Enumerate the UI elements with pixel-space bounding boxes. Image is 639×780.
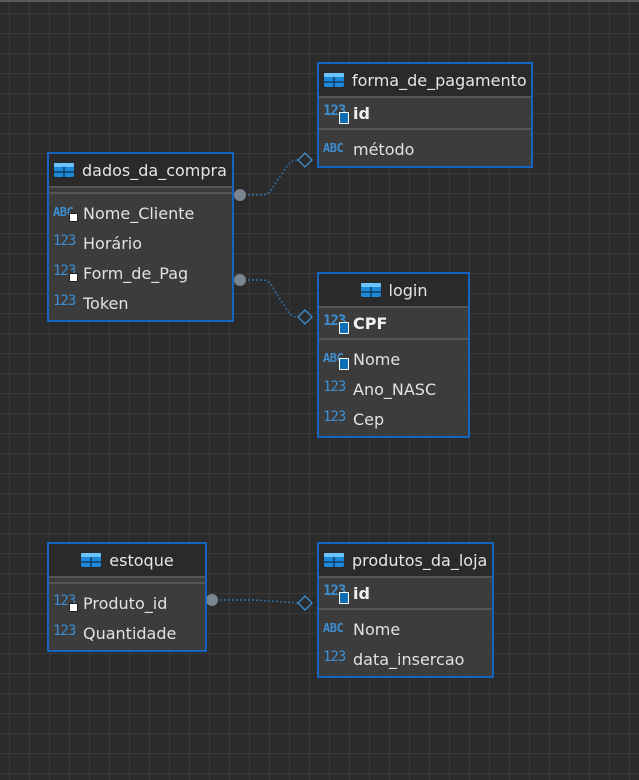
numeric-type-icon: 123 (323, 649, 346, 665)
column-list: ABC método (319, 134, 531, 166)
column-name: data_insercao (353, 649, 465, 669)
column-name: Ano_NASC (353, 379, 437, 399)
numeric-type-icon: 123 (323, 409, 346, 425)
connector-target-diamond (297, 309, 313, 325)
foreign-key-badge-icon (69, 213, 78, 222)
text-type-icon: ABC (53, 202, 79, 224)
entity-header[interactable]: forma_de_pagamento (319, 64, 531, 98)
text-type-icon: ABC (323, 621, 344, 635)
entity-title: produtos_da_loja (352, 550, 488, 570)
foreign-key-badge-icon (69, 603, 78, 612)
entity-title: forma_de_pagamento (352, 70, 527, 90)
connector-source-dot (234, 189, 246, 201)
column-name: id (353, 583, 370, 603)
primary-key-section (49, 578, 205, 584)
foreign-key-badge-icon (69, 273, 78, 282)
key-badge-icon (339, 592, 349, 604)
column-row[interactable]: ABC Nome (319, 614, 492, 644)
primary-key-section (49, 188, 232, 194)
column-name: Form_de_Pag (83, 263, 189, 283)
connector-target-diamond (297, 152, 313, 168)
column-row[interactable]: 123 Horário (49, 228, 232, 258)
numeric-type-icon: 123 (53, 262, 79, 284)
table-icon (360, 283, 381, 297)
column-row[interactable]: 123 Ano_NASC (319, 374, 468, 404)
key-badge-icon (339, 322, 349, 334)
column-name: Token (83, 293, 129, 313)
connector-source-dot (206, 594, 218, 606)
numeric-type-icon: 123 (53, 592, 79, 614)
key-badge-icon (339, 112, 349, 124)
column-row[interactable]: ABC método (319, 134, 531, 164)
column-name: Nome_Cliente (83, 203, 195, 223)
numeric-type-icon: 123 (323, 102, 349, 124)
entity-title: dados_da_compra (82, 160, 227, 180)
entity-header[interactable]: produtos_da_loja (319, 544, 492, 578)
entity-title: estoque (109, 550, 174, 570)
numeric-type-icon: 123 (323, 379, 346, 395)
column-name: método (353, 139, 415, 159)
column-row[interactable]: 123 Cep (319, 404, 468, 434)
table-icon (324, 73, 344, 87)
text-type-icon: ABC (323, 141, 344, 155)
numeric-type-icon: 123 (323, 312, 349, 334)
column-row[interactable]: 123 Quantidade (49, 618, 205, 648)
column-name: Horário (83, 233, 143, 253)
numeric-type-icon: 123 (53, 233, 76, 249)
numeric-type-icon: 123 (53, 293, 76, 309)
column-name: Cep (353, 409, 385, 429)
column-name: Produto_id (83, 593, 168, 613)
numeric-type-icon: 123 (323, 582, 349, 604)
entity-header[interactable]: login (319, 274, 468, 308)
entity-header[interactable]: dados_da_compra (49, 154, 232, 188)
connector-source-dot (234, 274, 246, 286)
key-badge-icon (339, 358, 349, 370)
numeric-type-icon: 123 (53, 623, 76, 639)
column-name: Nome (353, 619, 401, 639)
column-name: Nome (353, 349, 401, 369)
canvas-top-edge (0, 0, 639, 2)
column-row[interactable]: 123 data_insercao (319, 644, 492, 674)
entity-title: login (388, 280, 428, 300)
table-icon (81, 553, 102, 567)
table-icon (324, 553, 344, 567)
connector-target-diamond (297, 595, 313, 611)
text-type-icon: ABC (323, 348, 349, 370)
entity-header[interactable]: estoque (49, 544, 205, 578)
column-row[interactable]: 123 Token (49, 288, 232, 318)
table-icon (54, 163, 74, 177)
column-name: CPF (353, 313, 388, 333)
column-name: Quantidade (83, 623, 177, 643)
relationship-dados-login[interactable] (234, 274, 313, 325)
column-name: id (353, 103, 370, 123)
relationship-estoque-produtos[interactable] (206, 594, 313, 611)
relationship-dados-forma[interactable] (234, 152, 313, 201)
column-list: ABC Nome 123 data_insercao (319, 614, 492, 676)
